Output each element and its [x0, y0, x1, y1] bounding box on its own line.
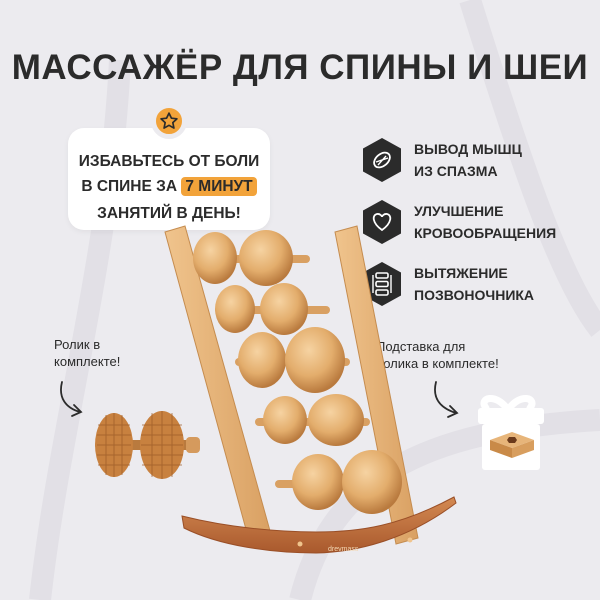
stand-note: Подставка для ролика в комплекте!: [376, 338, 499, 372]
promo-line-1: ИЗБАВЬТЕСЬ ОТ БОЛИ: [78, 153, 260, 170]
roller-row: [275, 450, 402, 514]
gift-box-icon: [478, 395, 544, 470]
star-badge: [151, 103, 187, 139]
stand-note-line-1: Подставка для: [376, 339, 466, 354]
feature-muscle: ВЫВОД МЫШЦ ИЗ СПАЗМА: [360, 136, 580, 184]
muscle-icon: [363, 138, 401, 182]
feature-spine: ВЫТЯЖЕНИЕ ПОЗВОНОЧНИКА: [360, 260, 580, 308]
spine-icon: [363, 262, 401, 306]
roller-arrow-icon: [60, 381, 83, 417]
stand-note-line-2: ролика в комплекте!: [376, 356, 499, 371]
roller-row: [235, 327, 350, 393]
feature-line-1: УЛУЧШЕНИЕ: [414, 203, 504, 219]
promo-line-2-prefix: В СПИНЕ ЗА: [81, 178, 178, 195]
page-title: МАССАЖЁР ДЛЯ СПИНЫ И ШЕИ: [11, 48, 589, 87]
brand-label: drevmass: [328, 546, 359, 553]
roller-row: [255, 394, 370, 446]
roller-note-line-2: комплекте!: [54, 354, 121, 369]
roller-row: [193, 230, 310, 286]
heart-icon: [363, 200, 401, 244]
feature-line-2: ПОЗВОНОЧНИКА: [414, 287, 535, 303]
roller-note-line-1: Ролик в: [54, 337, 101, 352]
spare-roller: [95, 411, 200, 479]
promo-line-2: В СПИНЕ ЗА 7 МИНУТ: [68, 177, 270, 197]
star-icon: [160, 112, 178, 129]
stand-arrow-icon: [434, 381, 459, 418]
promo-highlight: 7 МИНУТ: [181, 177, 257, 196]
stand-illustration: [490, 432, 534, 458]
feature-circulation: УЛУЧШЕНИЕ КРОВООБРАЩЕНИЯ: [360, 198, 580, 246]
feature-label: ВЫВОД МЫШЦ ИЗ СПАЗМА: [414, 138, 584, 182]
feature-line-1: ВЫВОД МЫШЦ: [414, 141, 522, 157]
feature-line-2: ИЗ СПАЗМА: [414, 163, 498, 179]
promo-line-3: ЗАНЯТИЙ В ДЕНЬ!: [97, 205, 241, 222]
feature-line-2: КРОВООБРАЩЕНИЯ: [414, 225, 557, 241]
feature-label: УЛУЧШЕНИЕ КРОВООБРАЩЕНИЯ: [414, 200, 584, 244]
roller-row: [215, 283, 330, 335]
feature-line-1: ВЫТЯЖЕНИЕ: [414, 265, 508, 281]
roller-note: Ролик в комплекте!: [54, 336, 120, 370]
massager-base: drevmass: [181, 496, 457, 554]
feature-label: ВЫТЯЖЕНИЕ ПОЗВОНОЧНИКА: [414, 262, 584, 306]
promo-card: ИЗБАВЬТЕСЬ ОТ БОЛИ В СПИНЕ ЗА 7 МИНУТ ЗА…: [68, 128, 270, 230]
